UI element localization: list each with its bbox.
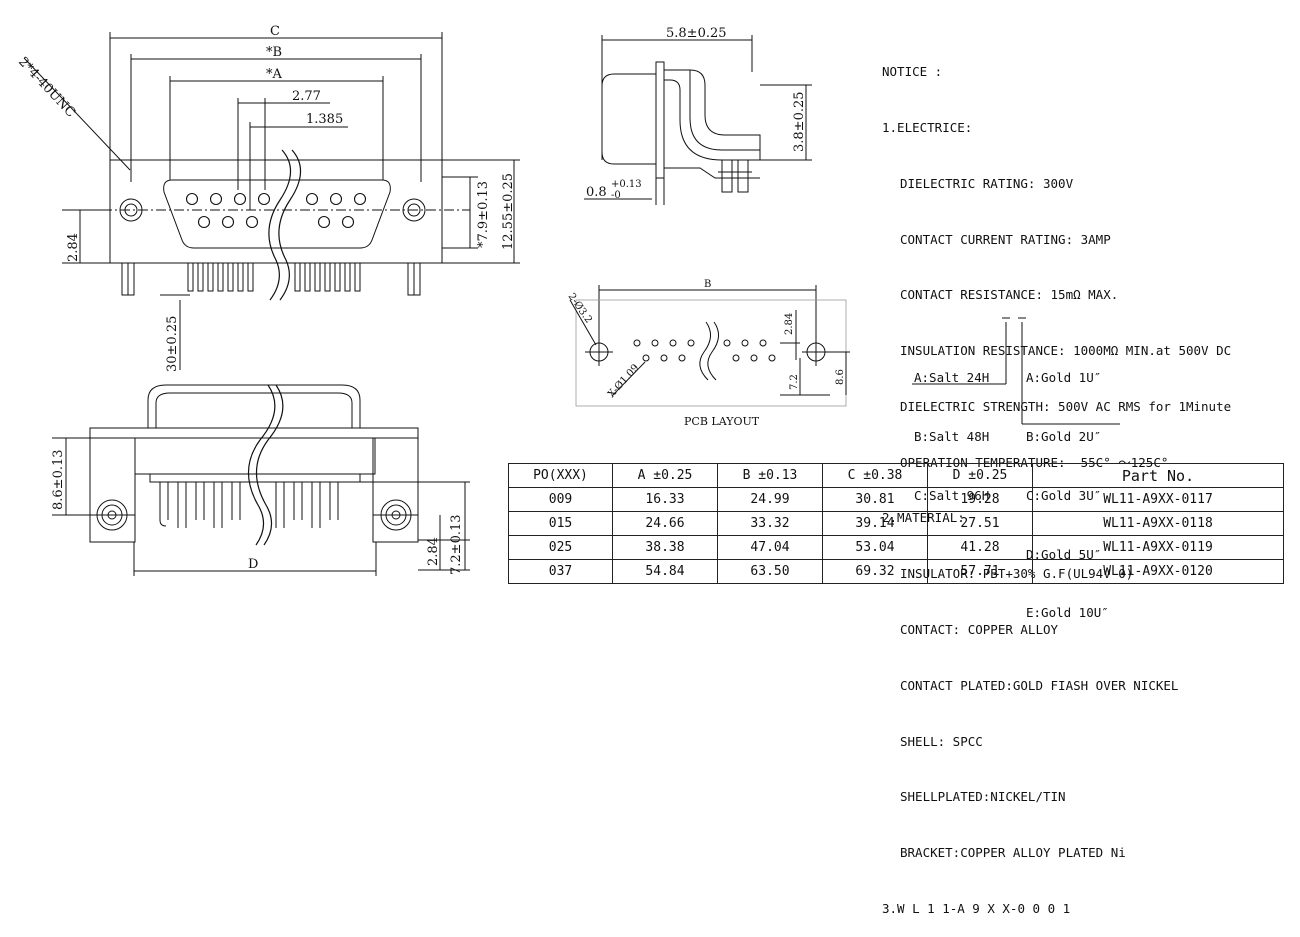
dim-half-pitch-label: 1.385 bbox=[306, 112, 343, 127]
table-cell: 38.38 bbox=[612, 535, 718, 560]
dim-height-a-label: *7.9±0.13 bbox=[476, 181, 491, 248]
pcb-layout-caption: PCB LAYOUT bbox=[684, 415, 760, 428]
table-cell: 69.32 bbox=[822, 559, 928, 584]
dim-thickness-label: 0.8 bbox=[586, 185, 607, 200]
side-view: 5.8±0.25 3.8±0.25 0.8 +0.13 -0 bbox=[584, 26, 812, 205]
notice-line: DIELECTRIC RATING: 300V bbox=[900, 175, 1074, 191]
table-cell: 54.84 bbox=[612, 559, 718, 584]
dim-pitch-label: 2.77 bbox=[292, 89, 321, 104]
table-header: C ±0.38 bbox=[822, 463, 928, 488]
dim-depth-label: 5.8±0.25 bbox=[666, 26, 727, 41]
gold-option: A:Gold 1U″ bbox=[1026, 370, 1102, 386]
dim-offset-label: 2.84 bbox=[66, 233, 81, 262]
dim-a-label: *A bbox=[266, 67, 283, 82]
notice-line: SHELLPLATED:NICKEL/TIN bbox=[900, 789, 1066, 805]
dimension-table: PO(XXX) A ±0.25 B ±0.13 C ±0.38 D ±0.25 … bbox=[508, 463, 1284, 584]
pcb-dim-86-label: 8.6 bbox=[835, 369, 846, 385]
bottom-view: D 8.6±0.13 2.84 7.2±0.13 bbox=[51, 384, 470, 576]
notice-line: CONTACT PLATED:GOLD FIASH OVER NICKEL bbox=[900, 677, 1179, 693]
gold-option: B:Gold 2U″ bbox=[1026, 428, 1102, 444]
dim-b-label: *B bbox=[266, 45, 282, 60]
table-cell: 53.04 bbox=[822, 535, 928, 560]
table-cell: WL11-A9XX-0120 bbox=[1032, 559, 1284, 584]
salt-option: A:Salt 24H bbox=[914, 370, 990, 386]
table-cell: 30.81 bbox=[822, 487, 928, 512]
notice-line: BRACKET:COPPER ALLOY PLATED Ni bbox=[900, 845, 1126, 861]
notice-section-partno: 3.W L 1 1-A 9 X X-0 0 0 1 bbox=[882, 900, 1071, 916]
table-row: 009 16.33 24.99 30.81 19.28 WL11-A9XX-01… bbox=[508, 487, 1284, 512]
table-cell: 33.32 bbox=[717, 511, 823, 536]
notice-line: CONTACT RESISTANCE: 15mΩ MAX. bbox=[900, 287, 1119, 303]
table-row: 037 54.84 63.50 69.32 57.71 WL11-A9XX-01… bbox=[508, 559, 1284, 584]
table-row: 025 38.38 47.04 53.04 41.28 WL11-A9XX-01… bbox=[508, 535, 1284, 560]
table-header: Part No. bbox=[1032, 463, 1284, 488]
table-cell: 41.28 bbox=[927, 535, 1033, 560]
table-cell: 16.33 bbox=[612, 487, 718, 512]
dim-tol-plus-label: +0.13 bbox=[611, 179, 642, 190]
table-cell: 27.51 bbox=[927, 511, 1033, 536]
table-cell: 015 bbox=[508, 511, 613, 536]
table-cell: WL11-A9XX-0117 bbox=[1032, 487, 1284, 512]
table-cell: 63.50 bbox=[717, 559, 823, 584]
dim-d-label: D bbox=[248, 557, 258, 572]
table-cell: 19.28 bbox=[927, 487, 1033, 512]
dim-side-height-label: 3.8±0.25 bbox=[792, 91, 807, 152]
table-cell: 025 bbox=[508, 535, 613, 560]
table-header: A ±0.25 bbox=[612, 463, 718, 488]
pcb-dim-72-label: 7.2 bbox=[789, 374, 800, 390]
table-cell: 39.14 bbox=[822, 511, 928, 536]
table-cell: 009 bbox=[508, 487, 613, 512]
notice-line: CONTACT CURRENT RATING: 3AMP bbox=[900, 231, 1111, 247]
notice-line: INSULATION RESISTANCE: 1000MΩ MIN.at 500… bbox=[900, 343, 1232, 359]
notice-line: DIELECTRIC STRENGTH: 500V AC RMS for 1Mi… bbox=[900, 398, 1232, 414]
partno-brackets bbox=[912, 317, 1120, 425]
dim-tol-minus-label: -0 bbox=[611, 190, 621, 201]
table-cell: 24.99 bbox=[717, 487, 823, 512]
salt-option: B:Salt 48H bbox=[914, 428, 990, 444]
table-cell: 24.66 bbox=[612, 511, 718, 536]
notice-section-electrical: 1.ELECTRICE: bbox=[882, 119, 973, 135]
dim-bottom-right-b-label: 7.2±0.13 bbox=[449, 514, 464, 575]
dim-lead-label: 30±0.25 bbox=[165, 316, 180, 372]
gold-option: E:Gold 10U″ bbox=[1026, 605, 1109, 621]
table-cell: 57.71 bbox=[927, 559, 1033, 584]
dim-height-b-label: 12.55±0.25 bbox=[501, 173, 516, 250]
table-header: B ±0.13 bbox=[717, 463, 823, 488]
table-header: D ±0.25 bbox=[927, 463, 1033, 488]
table-cell: 037 bbox=[508, 559, 613, 584]
table-cell: WL11-A9XX-0119 bbox=[1032, 535, 1284, 560]
notice-title: NOTICE : bbox=[882, 64, 943, 80]
table-cell: WL11-A9XX-0118 bbox=[1032, 511, 1284, 536]
table-cell: 47.04 bbox=[717, 535, 823, 560]
table-header: PO(XXX) bbox=[508, 463, 613, 488]
notice-line: SHELL: SPCC bbox=[900, 733, 983, 749]
dim-bottom-left-label: 8.6±0.13 bbox=[51, 449, 66, 510]
table-header-row: PO(XXX) A ±0.25 B ±0.13 C ±0.38 D ±0.25 … bbox=[508, 463, 1284, 488]
pcb-dim-b-label: B bbox=[704, 279, 711, 290]
dim-c-label: C bbox=[270, 24, 280, 39]
drawing-canvas: C *B *A 2.77 1.385 2*4-40UNC bbox=[15, 24, 850, 576]
pcb-dim-284-label: 2.84 bbox=[784, 313, 795, 335]
dim-bottom-right-a-label: 2.84 bbox=[426, 537, 441, 566]
table-row: 015 24.66 33.32 39.14 27.51 WL11-A9XX-01… bbox=[508, 511, 1284, 536]
